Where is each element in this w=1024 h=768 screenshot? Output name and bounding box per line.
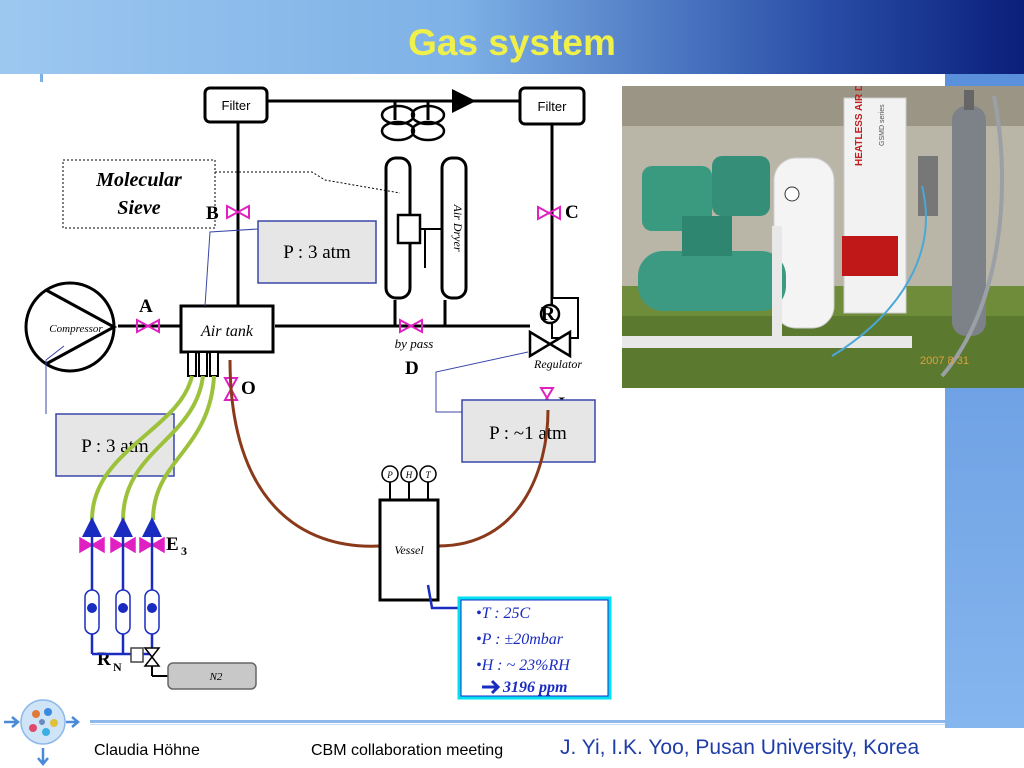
molecular-sieve-line1: Molecular [95,169,182,191]
regulator-r-label: R [541,303,556,325]
gauge-p-label: P [386,470,393,480]
conditions-box: •T : 25C •P : ±20mbar •H : ~ 23%RH 3196 … [457,596,612,700]
condition-ppm: 3196 ppm [502,679,567,696]
left-accent [40,74,43,82]
blue-lines [82,517,162,656]
sieve-pointer [215,171,401,194]
pressure-box-right: P : ~1 atm [461,399,596,463]
photo-date-stamp: 2007 8 31 [920,355,969,367]
valve-d-label: D [405,358,419,379]
molecular-sieve-box [62,159,216,229]
condition-humidity: •H : ~ 23%RH [476,657,571,674]
valve-d [399,318,423,334]
equipment-photo: HEATLESS AIR DRYER GSMD series 2007 8 31 [622,86,1024,388]
valve-r-label: R [97,649,111,670]
brown-tube-in [437,409,550,548]
valve-e-sub: 3 [181,544,187,558]
vessel-pointer [426,584,459,610]
gauge-t-label: T [425,470,431,480]
regulator-label: Regulator [533,357,582,371]
footer-meeting: CBM collaboration meeting [311,742,504,759]
air-tank-label: Air tank [200,323,254,340]
green-hoses [90,375,216,521]
footer-credit: J. Yi, I.K. Yoo, Pusan University, Korea [560,736,920,759]
valve-r-sub: N [113,660,122,674]
pressure-right-pointer [435,351,529,413]
pressure-left-text: P : 3 atm [81,436,149,457]
slide-title: Gas system [408,22,616,63]
footer-author: Claudia Höhne [94,742,200,759]
valve-a [136,318,160,334]
regulator: R Regulator [528,297,582,371]
filter-right: Filter [518,86,586,126]
valve-c [537,205,561,221]
valve-e-label: E [166,534,179,555]
filter-right-label: Filter [538,99,568,114]
photo-dryer-label: HEATLESS AIR DRYER [854,86,865,166]
cbm-logo [4,699,80,766]
valve-c-label: C [565,202,579,223]
valve-o-label: O [241,378,256,399]
brown-tube-out [228,359,381,548]
photo-series-label: GSMD series [879,104,886,146]
filter-left-label: Filter [222,98,252,113]
vessel-label: Vessel [394,543,424,557]
footer-divider-thin [90,724,945,725]
pressure-top-pointer [204,228,259,307]
filter-left: Filter [203,86,269,124]
flowmeters [84,589,160,635]
pressure-left-pointer [45,345,65,414]
condition-temperature: •T : 25C [476,605,531,622]
n2-label: N2 [209,671,223,683]
air-tank: Air tank [179,304,275,377]
valve-b [226,204,250,220]
compressor: Compressor [24,281,118,373]
footer-divider [90,720,945,723]
molecular-sieve-line2: Sieve [117,197,160,219]
bypass-label: by pass [395,336,434,351]
valve-a-label: A [139,296,153,317]
pressure-right-text: P : ~1 atm [489,423,567,444]
gauge-h-label: H [405,470,413,480]
valves [79,204,561,554]
n2-assembly: N2 [130,647,257,690]
compressor-label: Compressor [49,323,103,335]
condition-pressure: •P : ±20mbar [476,631,564,648]
valve-b-label: B [206,203,219,224]
title-bar [0,0,1024,74]
vessel: P H T Vessel [378,465,440,602]
pressure-box-top: P : 3 atm [257,220,377,284]
air-dryer-label: Air Dryer [451,204,465,252]
pressure-top-text: P : 3 atm [283,242,351,263]
air-dryer: Air Dryer [380,104,468,300]
